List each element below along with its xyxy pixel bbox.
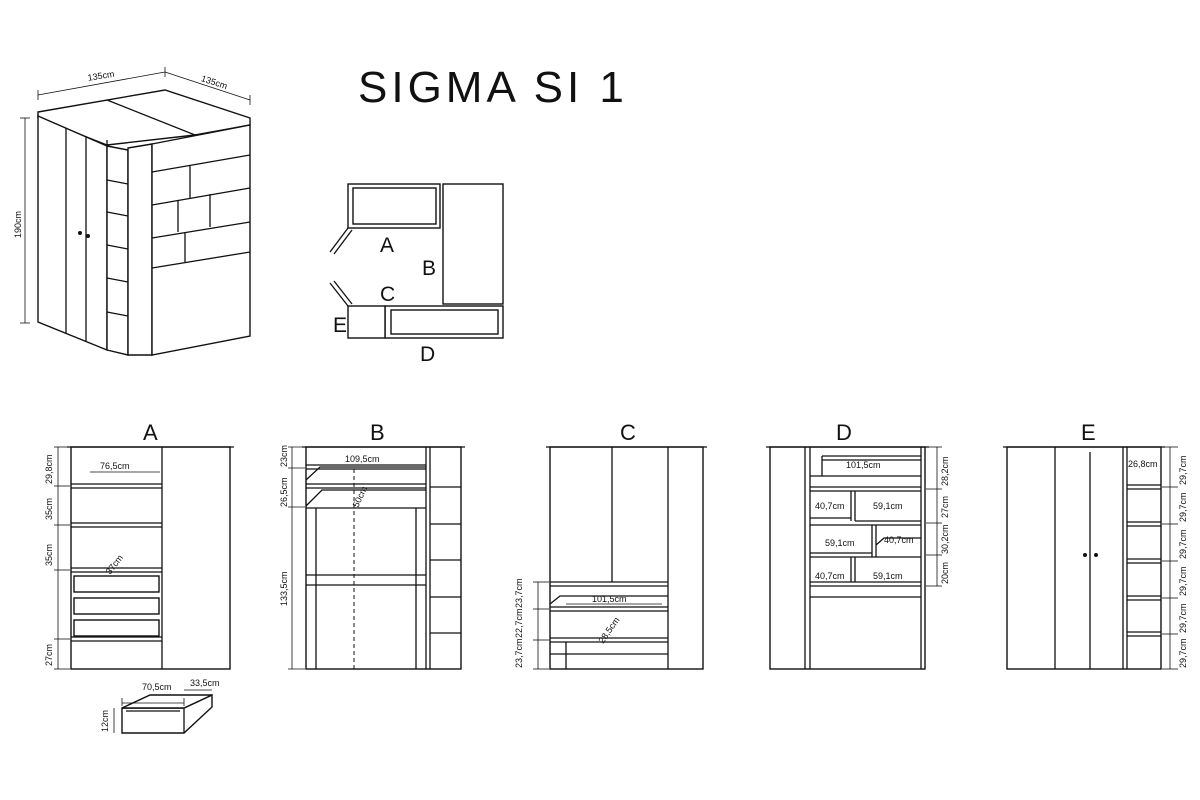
drawer-width: 70,5cm	[142, 682, 172, 692]
a-height-3: 35cm	[44, 544, 54, 566]
d-row2-left: 59,1cm	[825, 538, 855, 548]
b-height-2: 26,5cm	[279, 477, 289, 507]
product-title: SIGMA SI 1	[358, 63, 628, 112]
plan-label-c: C	[380, 283, 395, 306]
view-label-b: B	[370, 420, 385, 445]
d-height-2: 27cm	[940, 496, 950, 518]
c-height-2: 22,7cm	[514, 608, 524, 638]
d-top-width: 101,5cm	[846, 460, 881, 470]
iso-height: 190cm	[13, 211, 23, 238]
a-height-2: 35cm	[44, 498, 54, 520]
a-height-4: 27cm	[44, 644, 54, 666]
b-width: 109,5cm	[345, 454, 380, 464]
d-height-3: 30,2cm	[940, 524, 950, 554]
drawer-detail: 70,5cm 33,5cm 12cm	[100, 678, 220, 734]
elevation-d: D 101,5cm 40,7cm 59,1cm 59,1cm 40,7cm 40…	[766, 420, 950, 670]
d-row1-right: 59,1cm	[873, 501, 903, 511]
e-width: 26,8cm	[1128, 459, 1158, 469]
e-height-6: 29,7cm	[1178, 638, 1188, 668]
e-handle-right-icon	[1094, 553, 1098, 557]
view-label-e: E	[1081, 420, 1096, 445]
c-height-3: 23,7cm	[514, 638, 524, 668]
drawer-depth: 33,5cm	[190, 678, 220, 688]
view-label-a: A	[143, 420, 158, 445]
b-height-1: 23cm	[279, 445, 289, 467]
e-height-2: 29,7cm	[1178, 492, 1188, 522]
e-height-1: 29,7cm	[1178, 455, 1188, 485]
e-height-5: 29,7cm	[1178, 603, 1188, 633]
drawer-height: 12cm	[100, 710, 110, 732]
view-label-d: D	[836, 420, 852, 445]
plan-label-a: A	[380, 234, 394, 257]
plan-label-b: B	[422, 257, 436, 280]
plan-label-e: E	[333, 314, 347, 337]
isometric-view: 135cm 135cm 190cm	[13, 67, 251, 356]
elevation-c: C 101,5cm 28,5cm 23,7cm 22,7cm 23,7cm	[514, 420, 707, 670]
b-height-3: 133,5cm	[279, 571, 289, 606]
d-row1-left: 40,7cm	[815, 501, 845, 511]
e-handle-left-icon	[1083, 553, 1087, 557]
elevation-a: A 76,5cm 37cm 29,8cm 35cm 35cm 27cm	[44, 420, 234, 670]
view-label-c: C	[620, 420, 636, 445]
elevation-e: E 26,8cm 29,7cm 29,7cm 29,7cm 29,7cm 29,…	[1003, 420, 1188, 670]
c-width: 101,5cm	[592, 594, 627, 604]
iso-width-left: 135cm	[87, 69, 115, 83]
plan-view: A B C D E	[329, 183, 504, 366]
d-row3-left: 40,7cm	[815, 571, 845, 581]
plan-label-d: D	[420, 343, 435, 366]
d-height-4: 20cm	[940, 562, 950, 584]
e-height-3: 29,7cm	[1178, 529, 1188, 559]
c-height-1: 23,7cm	[514, 578, 524, 608]
a-height-1: 29,8cm	[44, 454, 54, 484]
d-row3-right: 59,1cm	[873, 571, 903, 581]
d-row2-right: 40,7cm	[884, 535, 914, 545]
d-height-1: 28,2cm	[940, 456, 950, 486]
e-height-4: 29,7cm	[1178, 566, 1188, 596]
a-width: 76,5cm	[100, 461, 130, 471]
elevation-b: B 109,5cm 50cm 23cm 26,5cm 133,5cm	[279, 420, 465, 670]
